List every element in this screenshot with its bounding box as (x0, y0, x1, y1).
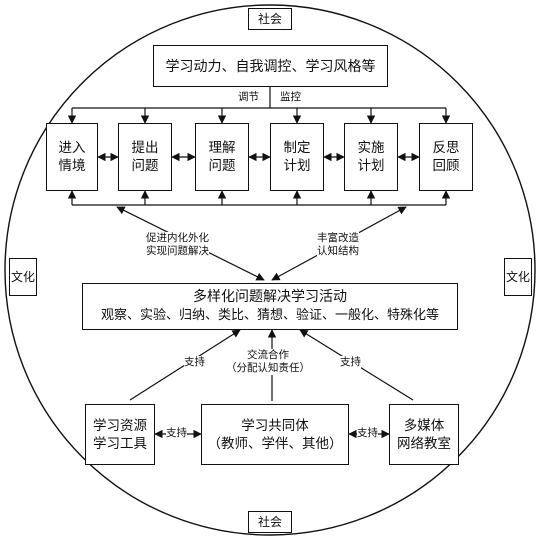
ring-label-left: 文化 (9, 258, 37, 296)
ring-label-right: 文化 (504, 258, 532, 296)
resources-box: 学习资源学习工具 (85, 404, 155, 465)
step-box: 反思回顾 (419, 123, 473, 191)
support-label-left: 支持 (184, 356, 205, 369)
lower-up-arrows (67, 190, 451, 205)
monitor-label: 监控 (280, 91, 301, 104)
multimedia-box: 多媒体网络教室 (389, 404, 459, 465)
activity-box: 多样化问题解决学习活动 观察、实验、归纳、类比、猜想、验证、一般化、特殊化等 (82, 283, 458, 330)
top-factors-box: 学习动力、自我调控、学习风格等 (153, 45, 388, 87)
step-box: 理解问题 (195, 123, 249, 191)
ring-label-bottom: 社会 (248, 511, 292, 533)
ring-label-top: 社会 (248, 8, 292, 30)
community-box: 学习共同体（教师、学伴、其他） (201, 404, 349, 465)
step-box: 提出问题 (118, 123, 172, 191)
step-box: 实施计划 (344, 123, 398, 191)
exchange-label: 交流合作（分配认知责任） (226, 349, 310, 375)
left-arrow-label: 促进内化外化实现问题解决 (146, 232, 209, 258)
outer-ring (4, 4, 536, 536)
support-label-mid-left: 支持 (166, 427, 187, 440)
upper-drop-arrows (67, 108, 451, 124)
step-box: 进入情境 (46, 123, 98, 191)
regulate-label: 调节 (238, 91, 259, 104)
step-box: 制定计划 (270, 123, 324, 191)
support-label-mid-right: 支持 (357, 427, 378, 440)
support-label-right: 支持 (340, 356, 361, 369)
right-arrow-label: 丰富改造认知结构 (317, 232, 359, 258)
